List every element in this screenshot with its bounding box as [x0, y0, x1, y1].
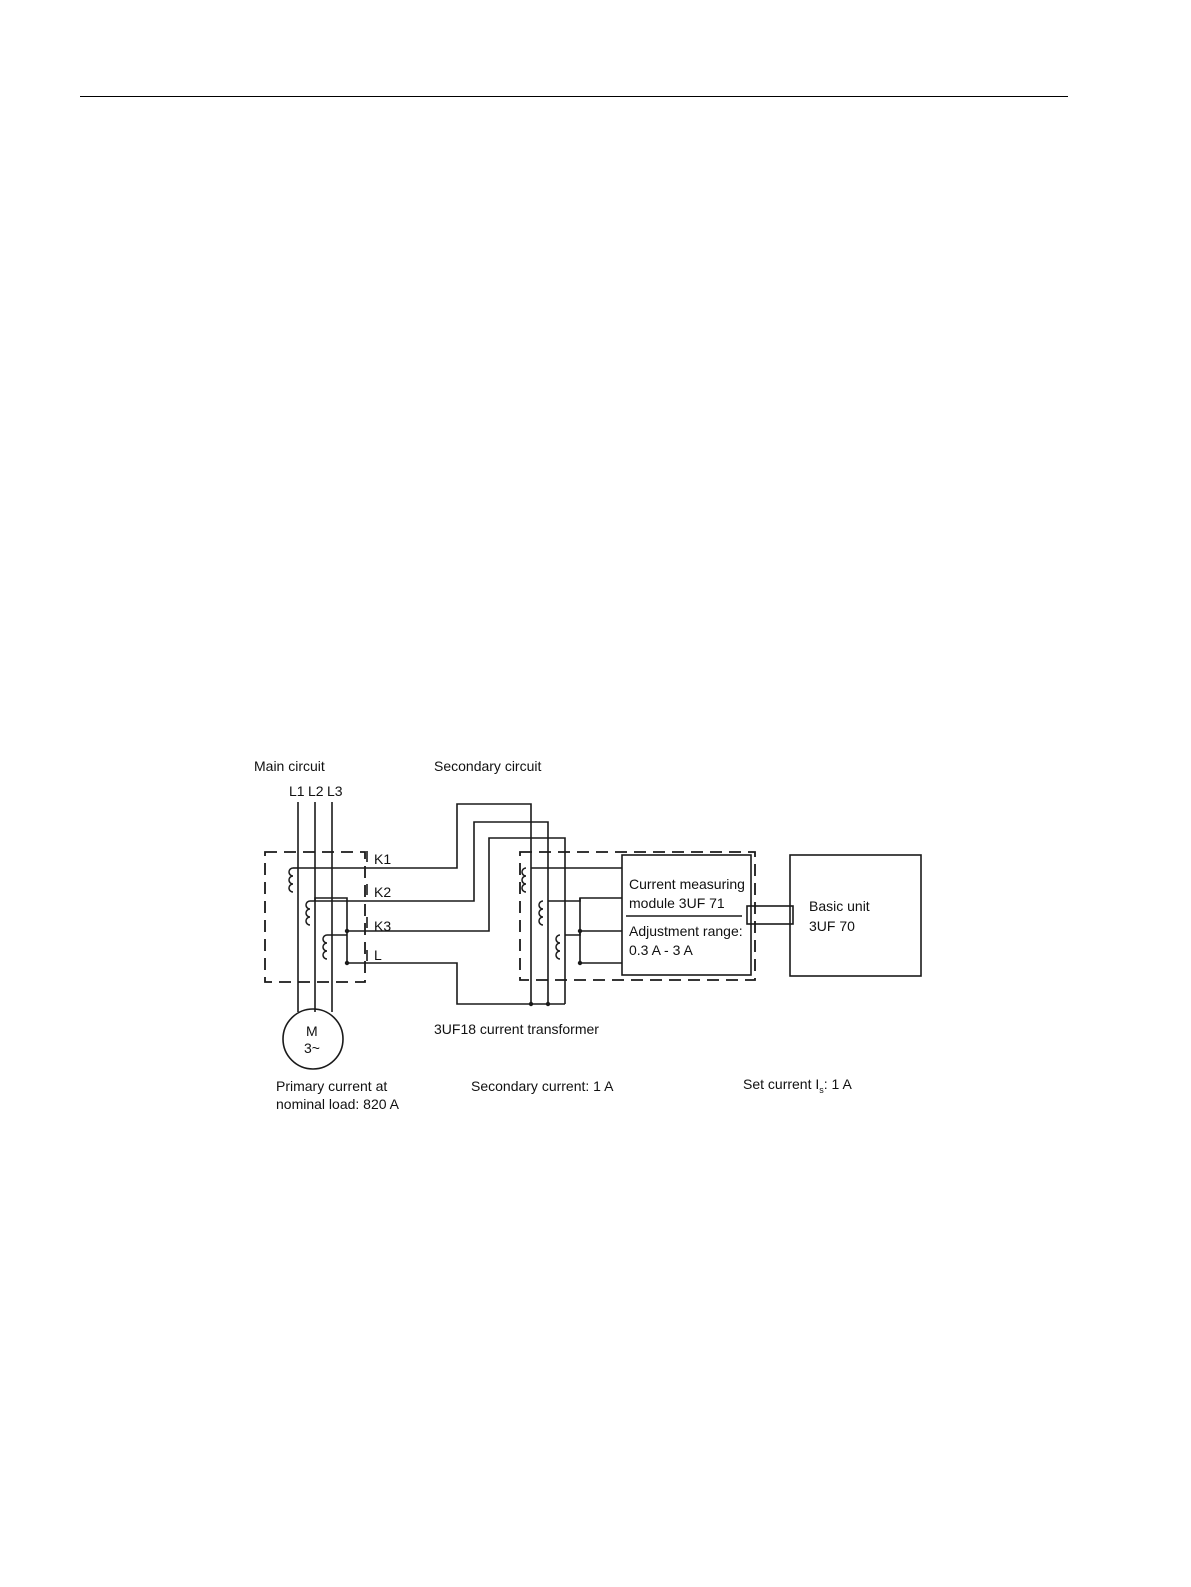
system-interface-connector	[747, 906, 793, 924]
secondary-circuit-label: Secondary circuit	[434, 758, 541, 774]
main-circuit-label: Main circuit	[254, 758, 325, 774]
motor-symbol	[283, 1009, 343, 1069]
terminal-label-k1: K1	[374, 851, 391, 867]
set-current-suffix: : 1 A	[824, 1076, 853, 1092]
coil-secondary-2	[539, 901, 543, 925]
coil-secondary-3	[556, 935, 560, 959]
phase-label-l1: L1	[289, 783, 305, 799]
module-range-line1: Adjustment range:	[629, 923, 743, 939]
coil-l2	[306, 901, 310, 925]
basic-unit-label-line2: 3UF 70	[809, 918, 855, 934]
module-label-line2: module 3UF 71	[629, 895, 725, 911]
motor-label-m: M	[306, 1023, 318, 1039]
secondary-wire-l	[347, 963, 565, 1004]
secondary-current-label: Secondary current: 1 A	[471, 1078, 614, 1094]
phase-label-l3: L3	[327, 783, 343, 799]
set-current-label: Set current Is: 1 A	[743, 1076, 852, 1095]
module-range-line2: 0.3 A - 3 A	[629, 942, 693, 958]
secondary-wire-k1	[298, 804, 531, 1004]
set-current-prefix: Set current I	[743, 1076, 819, 1092]
basic-unit	[790, 855, 921, 976]
terminal-label-k2: K2	[374, 884, 391, 900]
primary-current-line2: nominal load: 820 A	[276, 1096, 400, 1112]
module-label-line1: Current measuring	[629, 876, 745, 892]
motor-label-phases: 3~	[304, 1040, 320, 1056]
transformer-label: 3UF18 current transformer	[434, 1021, 599, 1037]
coil-l3	[323, 935, 327, 959]
secondary-wire-k2	[315, 822, 548, 1004]
module-lead-3	[565, 931, 622, 935]
basic-unit-label-line1: Basic unit	[809, 898, 870, 914]
primary-current-line1: Primary current at	[276, 1078, 387, 1094]
module-lead-2	[548, 898, 622, 901]
coil-secondary-1	[522, 868, 526, 892]
junction-dot	[546, 1002, 550, 1006]
junction-dot	[578, 929, 582, 933]
junction-dot	[578, 961, 582, 965]
junction-dot	[529, 1002, 533, 1006]
coil-l1	[289, 868, 293, 892]
terminal-label-l: L	[374, 947, 382, 963]
phase-label-l2: L2	[308, 783, 324, 799]
